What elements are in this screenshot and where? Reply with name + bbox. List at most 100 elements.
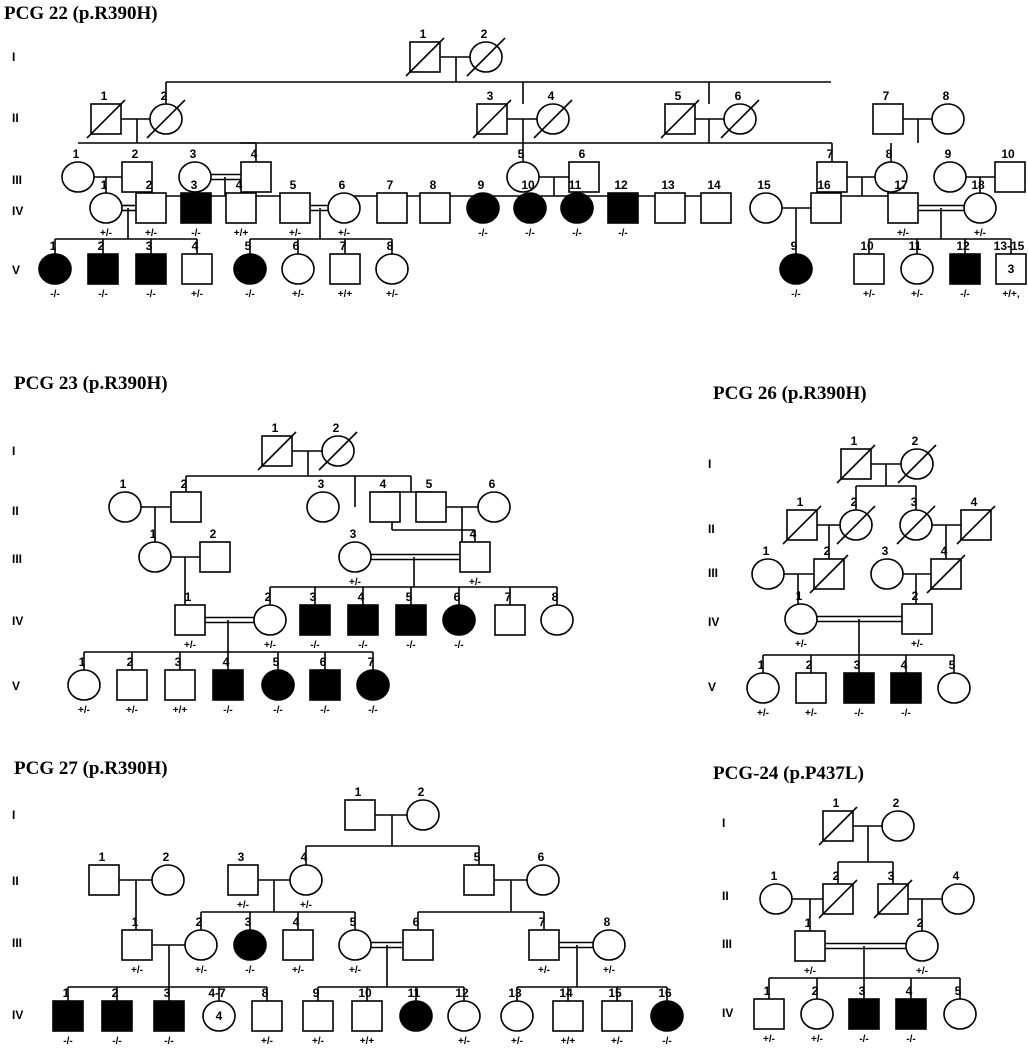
individual-number: 4 <box>192 239 199 253</box>
female-individual-circle <box>184 929 218 961</box>
genotype-label: -/- <box>859 1034 868 1045</box>
male-individual-square <box>282 929 314 961</box>
male-individual-square <box>121 929 153 961</box>
deceased-slash <box>720 99 760 139</box>
deceased-slash <box>836 444 876 484</box>
male-individual-square <box>810 192 842 224</box>
genotype-label: -/- <box>791 289 800 300</box>
male-individual-square <box>654 192 686 224</box>
female-individual-circle <box>338 929 372 961</box>
genotype-label: +/- <box>916 966 928 977</box>
genotype-label: -/- <box>478 228 487 239</box>
individual-number: 2 <box>265 590 272 604</box>
individual-number: 14 <box>559 986 573 1000</box>
male-individual-square <box>816 161 848 193</box>
individual-count: 3 <box>1008 262 1015 276</box>
genotype-label: -/- <box>901 708 910 719</box>
individual-number: 4 <box>380 477 387 491</box>
female-individual-circle <box>943 998 977 1030</box>
male-individual-square <box>494 604 526 636</box>
individual-number: 3 <box>487 89 494 103</box>
individual-number: 2 <box>912 589 919 603</box>
male-individual-square <box>415 491 447 523</box>
individual-number: 1 <box>796 589 803 603</box>
male-individual-square <box>135 192 167 224</box>
female-individual-circle <box>399 1000 433 1032</box>
female-individual-circle <box>375 253 409 285</box>
male-individual-square <box>180 192 212 224</box>
genotype-label: +/+ <box>234 228 249 239</box>
female-individual-circle <box>338 541 372 573</box>
male-individual-square <box>890 672 922 704</box>
male-individual-square <box>351 1000 383 1032</box>
generation-label: II <box>12 504 19 518</box>
generation-label: II <box>12 111 19 125</box>
individual-number: 9 <box>478 178 485 192</box>
female-individual-circle <box>253 604 287 636</box>
individual-number: 3 <box>310 590 317 604</box>
deceased-slash <box>873 879 913 919</box>
individual-number: 16 <box>817 178 831 192</box>
generation-label: III <box>722 937 732 951</box>
genotype-label: +/- <box>292 289 304 300</box>
genotype-label: -/- <box>63 1036 72 1047</box>
individual-number: 10 <box>521 178 535 192</box>
female-individual-circle <box>466 192 500 224</box>
genotype-label: +/+ <box>173 705 188 716</box>
deceased-slash <box>896 505 936 545</box>
genotype-label: -/- <box>854 708 863 719</box>
genotype-label: -/- <box>572 228 581 239</box>
individual-number: 3 <box>164 986 171 1000</box>
genotype-label: -/- <box>662 1036 671 1047</box>
pedigree-title: PCG 23 (p.R390H) <box>14 373 168 394</box>
female-individual-circle <box>905 930 939 962</box>
female-individual-circle <box>61 161 95 193</box>
genotype-label: -/- <box>191 228 200 239</box>
individual-number: 1 <box>272 421 279 435</box>
individual-number: 3 <box>175 655 182 669</box>
genotype-label: +/- <box>611 1036 623 1047</box>
female-individual-circle <box>650 1000 684 1032</box>
individual-number: 2 <box>163 850 170 864</box>
generation-label: I <box>12 444 15 458</box>
male-individual-square <box>170 491 202 523</box>
male-individual-square <box>329 253 361 285</box>
individual-number: 6 <box>538 850 545 864</box>
genotype-label: -/- <box>320 705 329 716</box>
male-individual-square <box>227 864 259 896</box>
individual-number: 2 <box>210 527 217 541</box>
genotype-label: +/- <box>338 228 350 239</box>
genotype-label: +/- <box>349 577 361 588</box>
individual-number: 2 <box>806 658 813 672</box>
male-individual-square <box>700 192 732 224</box>
individual-number: 6 <box>320 655 327 669</box>
individual-number: 1 <box>420 27 427 41</box>
male-individual-square <box>794 930 826 962</box>
male-individual-square <box>601 1000 633 1032</box>
female-individual-circle <box>67 669 101 701</box>
deceased-slash <box>818 806 858 846</box>
male-individual-square <box>344 799 376 831</box>
female-individual-circle <box>281 253 315 285</box>
genotype-label: +/- <box>145 228 157 239</box>
male-individual-square <box>528 929 560 961</box>
male-individual-square <box>795 672 827 704</box>
individual-number: 1 <box>764 984 771 998</box>
generation-label: I <box>708 457 711 471</box>
genotype-label: +/- <box>974 228 986 239</box>
individual-number: 4 <box>251 147 258 161</box>
individual-number: 8 <box>604 915 611 929</box>
male-individual-square <box>302 1000 334 1032</box>
deceased-slash <box>318 431 358 471</box>
deceased-slash <box>86 99 126 139</box>
pedigree-title: PCG 26 (p.R390H) <box>713 383 867 404</box>
genotype-label: +/+ <box>360 1036 375 1047</box>
individual-number: 1 <box>50 239 57 253</box>
male-individual-square <box>240 161 272 193</box>
individual-number: 1 <box>851 434 858 448</box>
genotype-label: +/- <box>300 900 312 911</box>
individual-number: 2 <box>127 655 134 669</box>
individual-number: 4 <box>470 527 477 541</box>
deceased-slash <box>660 99 700 139</box>
female-individual-circle <box>881 810 915 842</box>
